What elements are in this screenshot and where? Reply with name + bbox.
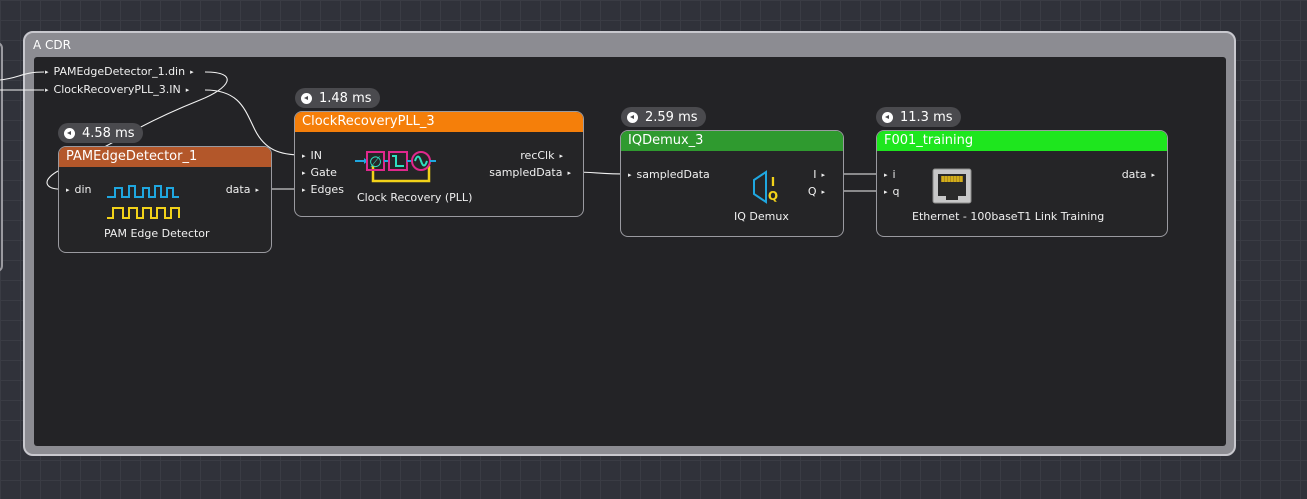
node-header[interactable]: ClockRecoveryPLL_3 xyxy=(295,112,583,132)
clock-icon xyxy=(627,111,638,123)
input-port-in[interactable]: ▸IN xyxy=(302,149,322,162)
demux-icon: I Q xyxy=(753,170,778,204)
timer-badge-f001: 11.3 ms xyxy=(876,107,961,127)
output-port-i[interactable]: I▸ xyxy=(813,168,825,181)
clock-icon xyxy=(301,92,312,104)
output-port-q[interactable]: Q▸ xyxy=(807,185,825,198)
node-header[interactable]: IQDemux_3 xyxy=(621,131,843,151)
input-port-din[interactable]: ▸din xyxy=(66,183,92,196)
node-pam-edge-detector[interactable]: PAMEdgeDetector_1 ▸din data▸ PAM Edge De… xyxy=(58,146,272,253)
node-caption: Clock Recovery (PLL) xyxy=(357,191,473,204)
clock-icon xyxy=(882,111,893,123)
output-port-data[interactable]: data▸ xyxy=(225,183,259,196)
node-caption: PAM Edge Detector xyxy=(104,227,210,240)
svg-text:I: I xyxy=(771,175,775,189)
input-port-gate[interactable]: ▸Gate xyxy=(302,166,337,179)
timer-badge-pll: 1.48 ms xyxy=(295,88,380,108)
output-port-recclk[interactable]: recClk▸ xyxy=(520,149,563,162)
output-port-sampleddata[interactable]: sampledData▸ xyxy=(489,166,571,179)
output-port-data[interactable]: data▸ xyxy=(1121,168,1155,181)
ethernet-port-icon xyxy=(932,168,972,204)
node-clock-recovery-pll[interactable]: ClockRecoveryPLL_3 ▸IN ▸Gate ▸Edges recC… xyxy=(294,111,584,217)
group-title: A CDR xyxy=(33,38,71,52)
svg-text:Q: Q xyxy=(768,189,778,203)
svg-text:∅: ∅ xyxy=(369,153,382,171)
clock-icon xyxy=(64,127,75,139)
node-f001-training[interactable]: F001_training ▸i ▸q data▸ Ethernet - 100… xyxy=(876,130,1168,237)
node-header[interactable]: F001_training xyxy=(877,131,1167,151)
input-port-q[interactable]: ▸q xyxy=(884,185,900,198)
input-port-i[interactable]: ▸i xyxy=(884,168,896,181)
node-caption: Ethernet - 100baseT1 Link Training xyxy=(912,210,1105,223)
square-wave-icon xyxy=(107,185,180,219)
group-port-pam-din[interactable]: ▸PAMEdgeDetector_1.din▸ xyxy=(45,65,194,78)
group-port-pll-in[interactable]: ▸ClockRecoveryPLL_3.IN▸ xyxy=(45,83,190,96)
node-iq-demux[interactable]: IQDemux_3 ▸sampledData I▸ Q▸ I Q IQ Demu… xyxy=(620,130,844,237)
input-port-sampleddata[interactable]: ▸sampledData xyxy=(628,168,710,181)
timer-badge-pam: 4.58 ms xyxy=(58,123,143,143)
node-caption: IQ Demux xyxy=(734,210,789,223)
pll-loop-icon: ∅ xyxy=(355,151,436,183)
node-header[interactable]: PAMEdgeDetector_1 xyxy=(59,147,271,167)
offscreen-group-edge xyxy=(0,42,3,272)
timer-badge-iq: 2.59 ms xyxy=(621,107,706,127)
input-port-edges[interactable]: ▸Edges xyxy=(302,183,344,196)
